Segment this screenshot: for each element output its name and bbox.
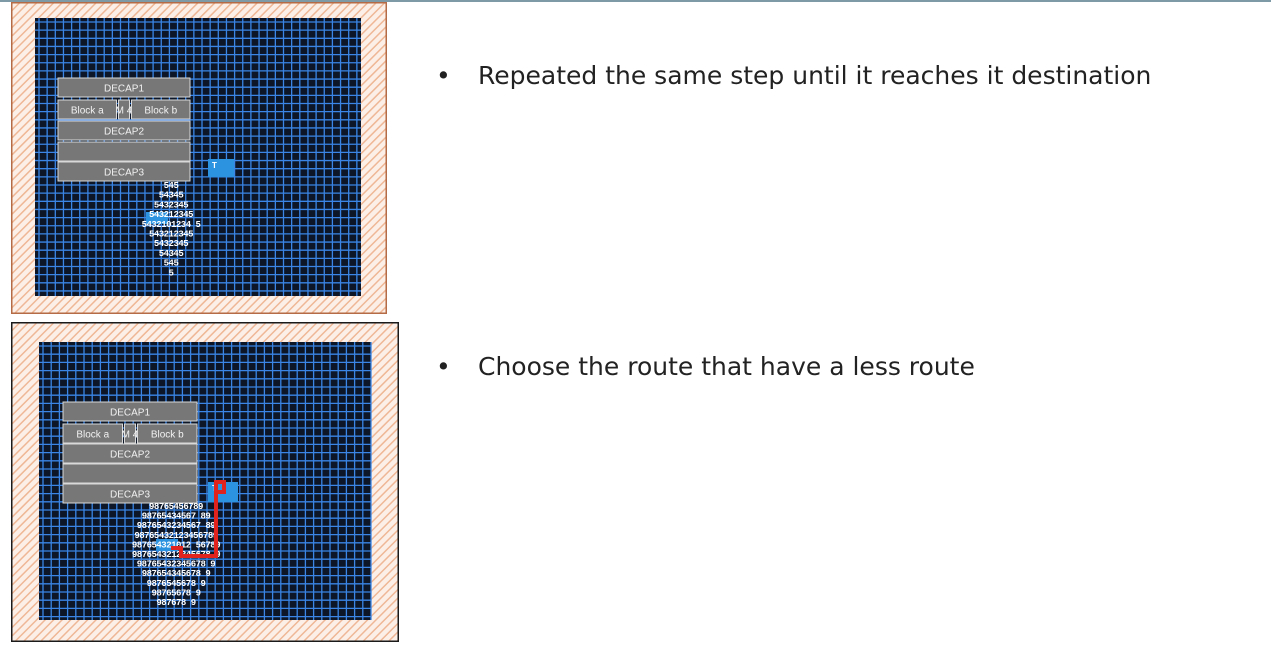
block-a: Block a <box>62 423 123 444</box>
wavefront-row: 5432345 <box>154 200 188 210</box>
svg-text:M 4: M 4 <box>116 106 133 117</box>
wavefront-row: 98765434567 89 <box>142 512 211 522</box>
wavefront-row: 987654345678 9 <box>142 569 211 579</box>
bullet-text: Choose the route that have a less route <box>478 352 975 381</box>
source-cell <box>146 212 168 224</box>
decap1-block: DECAP1 <box>57 77 191 98</box>
block-a: Block a <box>57 99 117 120</box>
decap1-block: DECAP1 <box>62 401 198 422</box>
empty-block <box>62 463 198 484</box>
wavefront-row: 5 <box>169 268 174 278</box>
block-b: Block b <box>137 423 198 444</box>
wavefront-row: 54345 <box>159 191 184 201</box>
wavefront-row: 54345 <box>159 249 184 259</box>
decap2-block: DECAP2 <box>62 443 198 464</box>
svg-text:DECAP2: DECAP2 <box>104 127 144 138</box>
wavefront-row: 9876545678 9 <box>147 579 206 589</box>
bullet-icon: • <box>436 352 451 381</box>
slide-top-rule <box>0 0 1271 2</box>
wavefront-row: 9876543212345678 9 <box>132 550 220 560</box>
bullet-icon: • <box>436 61 451 90</box>
block-b: Block b <box>131 99 191 120</box>
svg-text:DECAP2: DECAP2 <box>110 450 150 461</box>
decap3-block: DECAP3 <box>57 161 191 182</box>
decap3-block: DECAP3 <box>62 483 198 504</box>
bullet-point-1: • Repeated the same step until it reache… <box>436 61 1151 90</box>
svg-text:DECAP1: DECAP1 <box>110 408 150 419</box>
bullet-text: Repeated the same step until it reaches … <box>478 61 1152 90</box>
svg-text:Block a: Block a <box>71 106 104 117</box>
wavefront-row: 9876543234567 89 <box>137 521 216 531</box>
svg-text:DECAP3: DECAP3 <box>110 490 150 501</box>
target-cell: T <box>208 159 234 177</box>
wavefront-row: 545 <box>164 181 179 191</box>
wavefront-row: 987654321012 56789 <box>132 540 220 550</box>
wavefront-row: 98765456789 <box>149 502 203 512</box>
svg-text:M 4: M 4 <box>122 430 139 441</box>
wavefront-row: 98765432123456789 <box>134 531 217 541</box>
mid-block: M 4 <box>116 99 133 120</box>
svg-text:Block b: Block b <box>151 430 184 441</box>
wavefront-row: 98765432345678 9 <box>137 560 216 570</box>
shortest-route-line <box>171 480 226 558</box>
svg-text:Block a: Block a <box>76 430 109 441</box>
wavefront-row: 987678 9 <box>156 598 195 608</box>
wavefront-row: 543212345 <box>149 230 193 240</box>
wavefront-row: 543212345 <box>149 210 193 220</box>
svg-text:DECAP3: DECAP3 <box>104 168 144 179</box>
wavefront-row: 5432101234 5 <box>142 220 201 230</box>
mid-block: M 4 <box>122 423 139 444</box>
svg-text:DECAP1: DECAP1 <box>104 84 144 95</box>
bullet-point-2: • Choose the route that have a less rout… <box>436 352 975 381</box>
svg-text:Block b: Block b <box>144 106 177 117</box>
svg-text:T: T <box>212 161 217 170</box>
empty-block <box>57 141 191 162</box>
wavefront-row: 5432345 <box>154 239 188 249</box>
decap2-block: DECAP2 <box>57 120 191 141</box>
wavefront-row: 98765678 9 <box>151 588 200 598</box>
wavefront-row: 545 <box>164 259 179 269</box>
